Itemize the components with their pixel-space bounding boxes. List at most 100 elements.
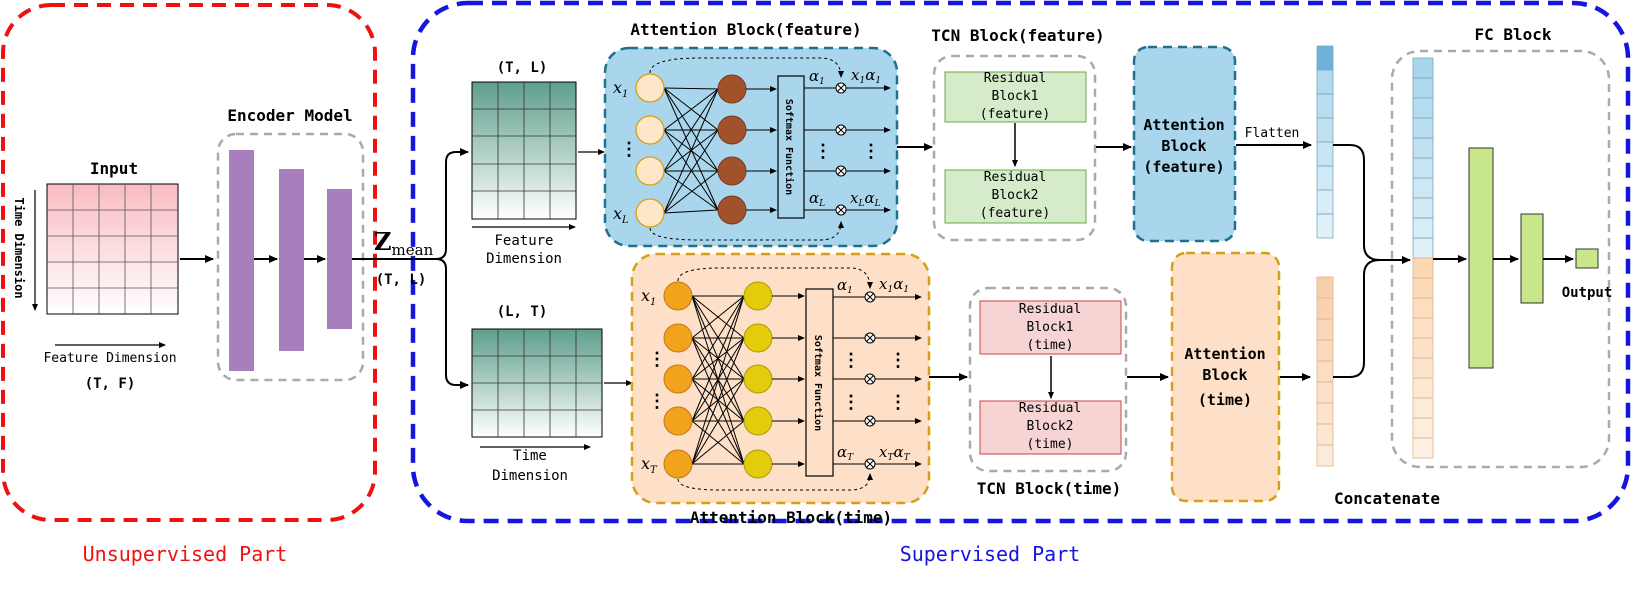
time-att2-l1: Attention (1184, 345, 1265, 363)
time-mid-dots-2: ⋮ (842, 392, 860, 413)
time-tcn-title: TCN Block(time) (977, 479, 1122, 498)
feature-softmax-box (777, 75, 805, 219)
feature-input-neurons (635, 73, 665, 228)
concat-cell (1316, 213, 1334, 239)
time-mid-dots-1: ⋮ (842, 350, 860, 371)
output-label: Output (1562, 285, 1613, 301)
fc-layer-2 (1520, 213, 1544, 304)
input-matrix (46, 183, 179, 315)
latent-shape: (T, L) (376, 272, 427, 288)
fc-input-cell (1412, 317, 1434, 339)
time-xT: xT (641, 454, 658, 476)
time-softmax-label: Softmax Function (812, 335, 824, 431)
feature-res1 (944, 71, 1087, 123)
time-matrix-axis-1: Time (513, 448, 547, 464)
fc-input-cell (1412, 377, 1434, 399)
split-arrow (352, 148, 469, 260)
fc-input-cell (1412, 217, 1434, 239)
feature-hidden-neurons (717, 74, 747, 225)
feature-tcn-block (932, 54, 1097, 242)
feature-res1-l3: (feature) (980, 107, 1050, 122)
feature-res2-l3: (feature) (980, 206, 1050, 221)
concat-cell (1316, 276, 1334, 299)
supervised-label: Supervised Part (900, 542, 1081, 566)
time-res1-l3: (time) (1027, 338, 1074, 353)
concat-cell (1316, 444, 1334, 467)
time-res1-l1: Residual (1019, 302, 1082, 317)
feature-att2-l3: (feature) (1143, 158, 1224, 176)
time-matrix-shape: (L, T) (497, 304, 548, 320)
feature-att2-l2: Block (1161, 137, 1206, 155)
flatten-label: Flatten (1245, 126, 1300, 141)
concat-cell (1316, 360, 1334, 383)
time-hidden-neurons (743, 281, 773, 479)
feature-output-lines (804, 85, 891, 213)
feature-network-edges (663, 87, 719, 214)
fc-input-cell (1412, 397, 1434, 419)
feature-attention2-block (1132, 45, 1237, 243)
feature-res2-l1: Residual (984, 170, 1047, 185)
feature-xL: xL (613, 204, 629, 226)
time-output-lines (833, 294, 922, 467)
concat-cell (1316, 318, 1334, 341)
fc-output-node (1575, 248, 1599, 269)
unsupervised-region (1, 3, 377, 522)
concat-label: Concatenate (1334, 489, 1440, 508)
time-input-neurons (663, 281, 693, 479)
concat-feature-column (1316, 45, 1334, 239)
time-res2-l3: (time) (1027, 437, 1074, 452)
input-title: Input (90, 159, 138, 178)
concat-cell (1316, 93, 1334, 119)
time-attention-title: Attention Block(time) (690, 508, 892, 527)
concat-cell (1316, 381, 1334, 404)
feature-multiply-nodes (835, 82, 847, 216)
feature-res2-l2: Block2 (992, 188, 1039, 203)
time-mid-dots-3: ⋮ (889, 350, 907, 371)
time-att2-l3: (time) (1198, 391, 1252, 409)
fc-input-cell (1412, 277, 1434, 299)
fc-input-column (1412, 57, 1434, 459)
concat-cell (1316, 423, 1334, 446)
fc-input-cell (1412, 137, 1434, 159)
latent-z: Zmean (374, 227, 434, 259)
fc-input-cell (1412, 417, 1434, 439)
time-out-last: xTαT (879, 443, 911, 463)
concat-cell (1316, 165, 1334, 191)
time-in-dots-2: ⋮ (648, 391, 666, 412)
input-shape: (T, F) (85, 376, 136, 392)
time-res1-l2: Block1 (1027, 320, 1074, 335)
feature-res1-l1: Residual (984, 71, 1047, 86)
encoder-layer-2 (279, 169, 304, 351)
fc-input-cell (1412, 297, 1434, 319)
time-multiply-nodes (864, 291, 876, 470)
feature-alpha1: α1 (809, 67, 825, 87)
fc-input-cell (1412, 197, 1434, 219)
feature-out-last: xLαL (850, 189, 881, 209)
time-alphaT: αT (837, 443, 854, 463)
time-res2-l2: Block2 (1027, 419, 1074, 434)
time-matrix-axis-2: Dimension (492, 468, 568, 484)
concat-cell (1316, 189, 1334, 215)
fc-input-cell (1412, 117, 1434, 139)
fc-block (1390, 49, 1611, 469)
feature-in-dots: ⋮ (620, 139, 638, 160)
time-attention2-block (1170, 251, 1281, 503)
feature-attention-block (603, 46, 899, 248)
encoder-layer-3 (327, 189, 352, 329)
fc-input-cell (1412, 77, 1434, 99)
time-out-first: x1α1 (879, 275, 909, 295)
time-tcn-block (968, 286, 1128, 473)
feature-mid-dots-2: ⋮ (862, 141, 880, 162)
supervised-region (410, 0, 1631, 524)
fc-input-cell (1412, 337, 1434, 359)
concat-cell (1316, 402, 1334, 425)
time-matrix (471, 328, 603, 438)
feature-res1-l2: Block1 (992, 89, 1039, 104)
concat-cell (1316, 45, 1334, 71)
